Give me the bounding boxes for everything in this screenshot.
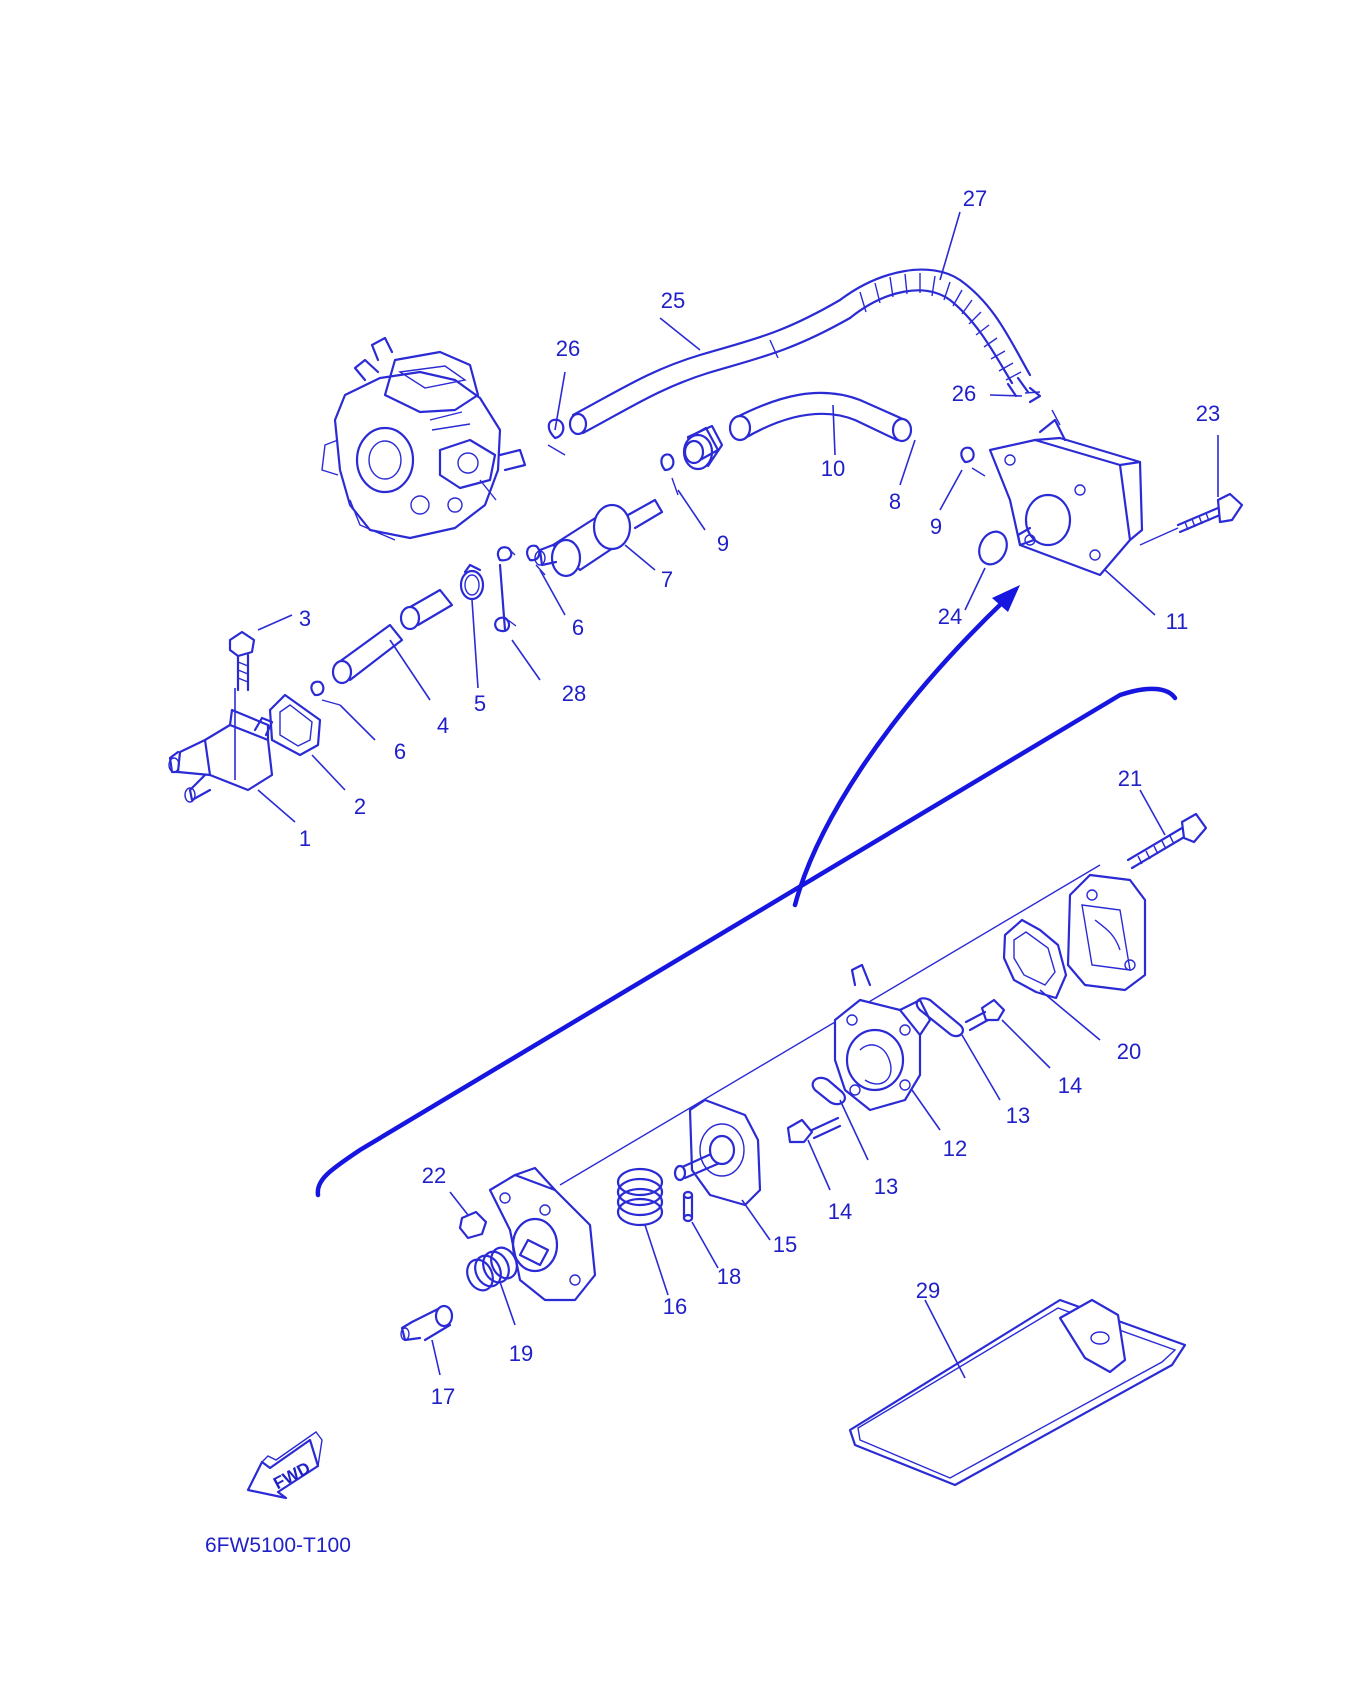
assembly-axis-line [559,864,1101,1186]
nut-22 [449,1191,488,1240]
drawing-code: 6FW5100-T100 [205,1534,351,1557]
callout-17: 17 [431,1384,455,1409]
clip-6-upper [526,544,566,616]
callout-labels: 1 2 3 4 5 6 6 7 8 9 9 10 11 12 13 13 14 … [299,186,1220,1409]
clip-9-right [939,446,986,511]
callout-28: 28 [562,681,586,706]
callout-13-lower: 13 [874,1174,898,1199]
short-hose-piece [683,426,720,465]
fwd-arrow-icon [246,1431,323,1500]
gasket-2 [268,693,346,791]
screw-14-lower [786,1116,842,1191]
callout-20: 20 [1117,1039,1141,1064]
callout-13-upper: 13 [1006,1103,1030,1128]
diaphragm-15 [673,1098,771,1241]
valve-13-upper [915,997,1001,1101]
callout-14-upper: 14 [1058,1073,1082,1098]
pump-cover-plate [1066,873,1147,992]
exploded-view-arrow [792,585,1020,908]
fuel-hose-25-27 [568,211,1032,436]
spring-19 [466,1246,518,1326]
valve-17 [400,1304,454,1376]
valve-13-lower [811,1076,869,1161]
callout-29: 29 [916,1278,940,1303]
hose-4 [331,588,454,701]
callout-6-lower: 6 [394,739,406,764]
callout-27: 27 [963,186,987,211]
callout-23: 23 [1196,401,1220,426]
callout-6-upper: 6 [572,615,584,640]
spring-16 [616,1167,669,1296]
assembly-boundary-line [315,686,1178,1198]
fuel-pump-assembly-11 [988,409,1156,616]
pump-body-12 [833,963,941,1131]
fuel-hose-10-8 [682,391,916,486]
bolt-23 [1139,435,1244,546]
clip-9-left [660,453,706,531]
callout-3: 3 [299,606,311,631]
callout-22: 22 [422,1163,446,1188]
callout-12: 12 [943,1136,967,1161]
callout-11: 11 [1166,609,1189,634]
pump-cover-base [488,1166,597,1302]
screw-3 [228,614,293,692]
pin-18 [682,1190,719,1269]
callout-10: 10 [821,456,845,481]
callout-4: 4 [437,713,449,738]
clip-28 [494,546,541,681]
callout-14-lower: 14 [828,1199,852,1224]
screw-14-upper [964,998,1051,1069]
callout-21: 21 [1118,766,1142,791]
o-ring-24 [964,530,1008,611]
fuel-joint-1 [168,688,296,823]
callout-5: 5 [474,691,486,716]
clip-26-left [547,371,566,456]
callout-8: 8 [889,489,901,514]
callout-9-right: 9 [930,514,942,539]
callout-24: 24 [938,604,962,629]
callout-1: 1 [299,826,311,851]
carburetor-drawing [321,336,527,541]
tool-pouch-29 [848,1298,1187,1487]
callout-7: 7 [661,567,673,592]
clip-6-lower [310,680,376,741]
callout-19: 19 [509,1341,533,1366]
callout-15: 15 [773,1232,797,1257]
callout-26-right: 26 [952,381,976,406]
callout-26-left: 26 [556,336,580,361]
callout-2: 2 [354,794,366,819]
clip-26-right [989,386,1042,404]
callout-25: 25 [661,288,685,313]
callout-18: 18 [717,1264,741,1289]
gasket-20 [1002,918,1101,1041]
fuel-filter-7 [534,498,664,578]
callout-9-left: 9 [717,531,729,556]
clamp-5 [459,563,485,689]
callout-16: 16 [663,1294,687,1319]
bolt-21 [1126,789,1208,870]
